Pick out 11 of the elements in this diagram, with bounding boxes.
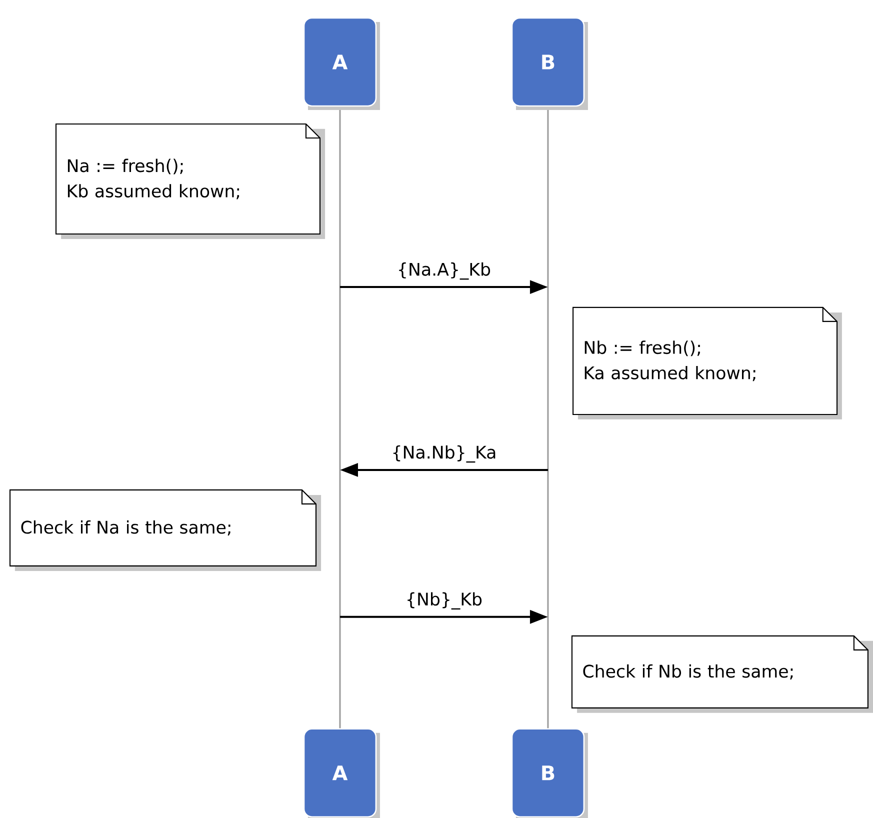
actor-box: A — [303, 728, 380, 818]
edge-label: {Na.A}_Kb — [396, 261, 492, 282]
actor-box: B — [511, 728, 588, 818]
edge-label: {Nb}_Kb — [404, 590, 484, 611]
note: Check if Nb is the same; — [571, 635, 873, 713]
edge-label: {Na.Nb}_Ka — [390, 444, 498, 464]
note: Na := fresh(); Kb assumed known; — [55, 123, 326, 240]
note: Check if Na is the same; — [9, 489, 322, 572]
actor-box: A — [303, 17, 380, 110]
note: Nb := fresh(); Ka assumed known; — [572, 306, 842, 420]
actor-box: B — [511, 17, 588, 110]
